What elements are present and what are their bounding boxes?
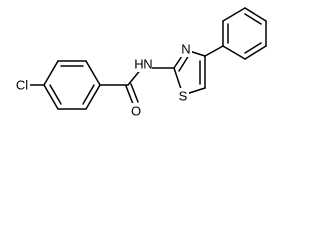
bond-co-1 [125, 85, 134, 105]
atom-labels: Cl O N H N S [13, 42, 192, 119]
bond-ring2-2 [222, 7, 246, 22]
bond-ring1-4 [85, 84, 101, 110]
bond-ring1-6-inner [49, 84, 62, 105]
amide-hydrogen-atom-label: H [134, 57, 143, 72]
bond-ring2-3-inner [244, 13, 262, 25]
amide-nitrogen-atom-label: N [143, 57, 152, 72]
oxygen-atom-label: O [131, 104, 141, 119]
bond-ring2-5 [244, 45, 267, 60]
bond-c4-phenyl [204, 45, 224, 57]
bond-ring1-1 [43, 60, 59, 86]
bond-ring2-5-inner [244, 42, 262, 54]
bond-c2-n3-inner [178, 54, 190, 72]
bond-ring1-3 [85, 60, 101, 86]
bond-co-2 [130, 83, 139, 103]
chlorine-atom-label: Cl [16, 78, 28, 93]
bond-ring1-4-inner [82, 84, 95, 105]
bond-ring2-3 [244, 7, 267, 22]
sulfur-atom-label: S [179, 89, 188, 104]
thiazole-nitrogen-atom-label: N [181, 42, 190, 57]
bond-ring1-6 [43, 84, 59, 110]
chemical-structure-diagram: Cl O N H N S [13, 7, 267, 119]
bond-ring2-6 [222, 45, 246, 60]
